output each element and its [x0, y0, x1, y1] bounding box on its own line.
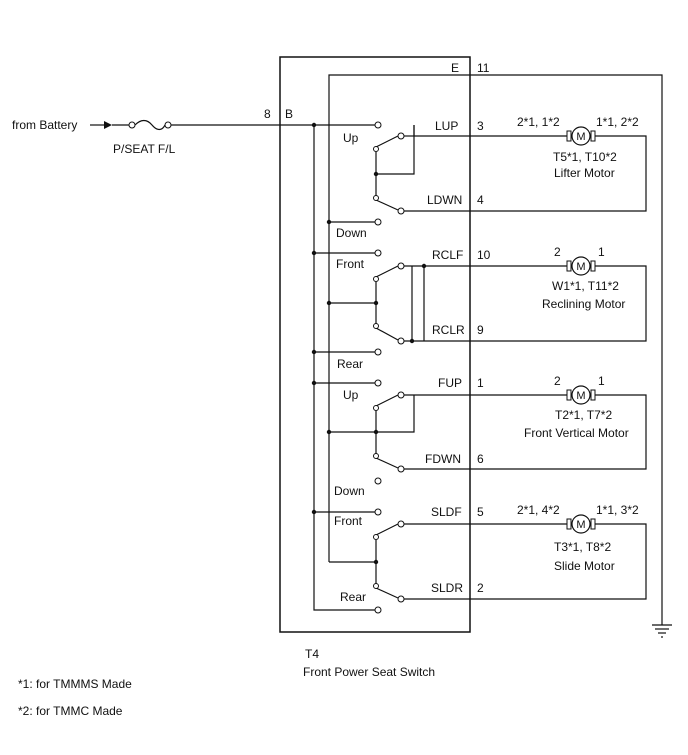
reclining-switch — [373, 249, 470, 356]
pin-2-label: 2 — [477, 581, 484, 595]
lifter-switch — [373, 121, 470, 226]
recline-front-label: Front — [336, 257, 365, 271]
sldr-wire — [470, 523, 647, 600]
ground-bus — [326, 74, 663, 625]
lifter-motor-symbol: M — [566, 126, 596, 146]
note-1: *1: for TMMMS Made — [18, 677, 132, 691]
pin-1-label: 1 — [477, 376, 484, 390]
sldr-label: SLDR — [431, 581, 463, 595]
source-arrow — [90, 121, 112, 129]
vertical-down-label: Down — [334, 484, 365, 498]
reclining-motor-m: M — [576, 261, 585, 273]
switch-id: T4 — [305, 647, 319, 661]
slide-switch — [373, 508, 470, 614]
reclining-connector: W1*1, T11*2 — [552, 279, 619, 293]
pin-6-label: 6 — [477, 452, 484, 466]
ldwn-label: LDWN — [427, 193, 462, 207]
pin-11-label: 11 — [477, 61, 490, 75]
recline-rear-label: Rear — [337, 357, 363, 371]
lifter-motor-name: Lifter Motor — [554, 166, 615, 180]
slide-motor-m: M — [576, 519, 585, 531]
switch-box — [279, 56, 471, 633]
fuse-symbol — [112, 119, 172, 131]
source-label: from Battery — [12, 118, 77, 132]
lifter-pin-right: 1*1, 2*2 — [596, 115, 639, 129]
lup-label: LUP — [435, 119, 458, 133]
fup-label: FUP — [438, 376, 462, 390]
slide-pin-left: 2*1, 4*2 — [517, 503, 560, 517]
note-2: *2: for TMMC Made — [18, 704, 123, 718]
pin-3-label: 3 — [477, 119, 484, 133]
lifter-up-label: Up — [343, 131, 359, 145]
vertical-motor-name: Front Vertical Motor — [524, 426, 629, 440]
reclining-motor-name: Reclining Motor — [542, 297, 625, 311]
pin-4-label: 4 — [477, 193, 484, 207]
fdwn-wire — [470, 394, 647, 470]
rclr-label: RCLR — [432, 323, 465, 337]
sldf-label: SLDF — [431, 505, 462, 519]
battery-bus — [280, 122, 376, 611]
pin-5-label: 5 — [477, 505, 484, 519]
lifter-connector: T5*1, T10*2 — [553, 150, 617, 164]
lifter-pin-left: 2*1, 1*2 — [517, 115, 560, 129]
reclining-motor-symbol: M — [566, 256, 596, 276]
vertical-motor-symbol: M — [566, 385, 596, 405]
pin-10-label: 10 — [477, 248, 491, 262]
slide-pin-right: 1*1, 3*2 — [596, 503, 639, 517]
reclining-pin-left: 2 — [554, 245, 561, 259]
pin-9-label: 9 — [477, 323, 484, 337]
vertical-up-label: Up — [343, 388, 359, 402]
lifter-down-label: Down — [336, 226, 367, 240]
slide-motor-symbol: M — [566, 514, 596, 534]
vertical-pin-left: 2 — [554, 374, 561, 388]
slide-front-label: Front — [334, 514, 363, 528]
ground-symbol — [652, 624, 672, 638]
switch-name: Front Power Seat Switch — [303, 665, 435, 679]
slide-connector: T3*1, T8*2 — [554, 540, 611, 554]
vertical-connector: T2*1, T7*2 — [555, 408, 612, 422]
rclr-wire — [470, 265, 647, 342]
fdwn-label: FDWN — [425, 452, 461, 466]
terminal-e-label: E — [451, 61, 459, 75]
vertical-motor-m: M — [576, 390, 585, 402]
slide-motor-name: Slide Motor — [554, 559, 615, 573]
pin-8-label: 8 — [264, 107, 271, 121]
lifter-motor-m: M — [576, 131, 585, 143]
rclf-label: RCLF — [432, 248, 463, 262]
vertical-switch — [373, 379, 470, 485]
vertical-pin-right: 1 — [598, 374, 605, 388]
reclining-pin-right: 1 — [598, 245, 605, 259]
fuse-label: P/SEAT F/L — [113, 142, 176, 156]
terminal-b-label: B — [285, 107, 293, 121]
ldwn-wire — [470, 135, 647, 212]
slide-rear-label: Rear — [340, 590, 366, 604]
